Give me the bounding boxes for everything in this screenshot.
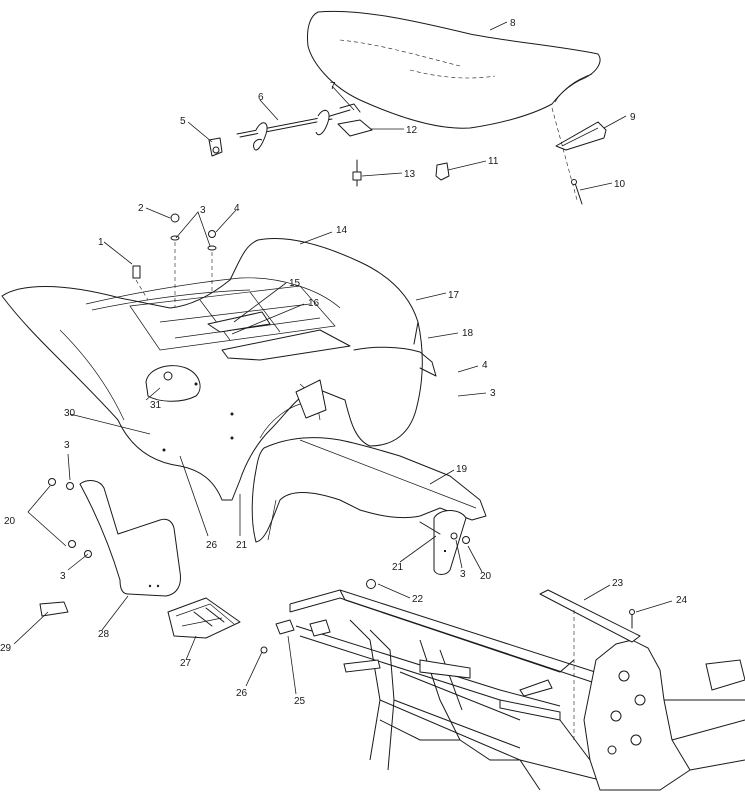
callout-2: 2	[138, 203, 144, 214]
mud-flap	[27, 478, 181, 597]
callout-15: 15	[289, 278, 301, 289]
callout-3-top: 3	[200, 205, 206, 216]
callout-3-left-upper: 3	[64, 440, 70, 451]
callout-5: 5	[180, 116, 186, 127]
callout-20-left: 20	[4, 516, 16, 527]
callout-29: 29	[0, 643, 12, 654]
callout-19: 19	[456, 464, 468, 475]
callout-31: 31	[150, 400, 162, 411]
callout-25: 25	[294, 696, 306, 707]
seat-latch-assembly	[208, 103, 450, 187]
callout-26-upper: 26	[206, 540, 218, 551]
callout-4-right: 4	[482, 360, 488, 371]
callout-4-top: 4	[234, 203, 240, 214]
callout-1: 1	[98, 237, 104, 248]
callout-20-right: 20	[480, 571, 492, 582]
callout-18: 18	[462, 328, 474, 339]
callout-21-left: 21	[236, 540, 248, 551]
callout-13: 13	[404, 169, 416, 180]
callout-labels: 8 9 10 11 12 13 7 6 5 2 3 4 1 14 15 16 1…	[0, 18, 688, 707]
callout-30: 30	[64, 408, 76, 419]
leader-lines	[13, 21, 673, 695]
callout-14: 14	[336, 225, 348, 236]
callout-7-latch: 7	[330, 81, 336, 92]
callout-11: 11	[488, 156, 499, 167]
callout-23: 23	[612, 578, 624, 589]
callout-26-lower: 26	[236, 688, 248, 699]
callout-3-right: 3	[490, 388, 496, 399]
seat-bracket	[551, 107, 607, 205]
callout-12: 12	[406, 125, 418, 136]
callout-21-right: 21	[392, 562, 404, 573]
callout-27: 27	[180, 658, 192, 669]
callout-8: 8	[510, 18, 516, 29]
rear-fender-body	[1, 238, 437, 501]
vehicle-frame	[289, 579, 745, 791]
callout-6: 6	[258, 92, 264, 103]
callout-10: 10	[614, 179, 626, 190]
seat	[307, 10, 601, 129]
callout-9: 9	[630, 112, 636, 123]
callout-24: 24	[676, 595, 688, 606]
callout-22: 22	[412, 594, 424, 605]
callout-17: 17	[448, 290, 460, 301]
footrest-plate	[39, 597, 295, 654]
callout-3-left-lower: 3	[60, 571, 66, 582]
callout-16: 16	[308, 298, 320, 309]
side-panel	[251, 437, 487, 575]
callout-3-bottom: 3	[460, 569, 466, 580]
callout-28: 28	[98, 629, 110, 640]
